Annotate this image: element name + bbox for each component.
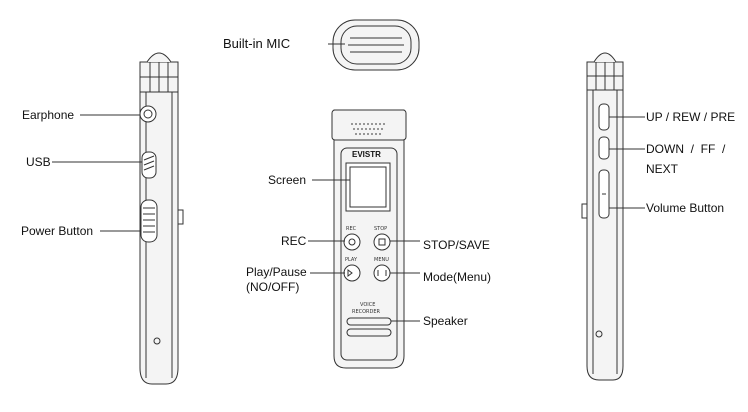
voice-recorder-text-1: VOICE <box>360 302 375 308</box>
speaker-label: Speaker <box>423 314 468 328</box>
left-side-view <box>139 52 184 385</box>
rec-label: REC <box>281 234 307 248</box>
voice-recorder-text-2: RECORDER <box>352 309 381 315</box>
rec-key-text: REC <box>346 226 357 232</box>
stop-save-label: STOP/SAVE <box>423 238 490 252</box>
play-pause-label: Play/Pause <box>246 265 307 279</box>
right-side-view <box>581 52 624 381</box>
earphone-label: Earphone <box>22 108 75 122</box>
up-rew-pre-label: UP / REW / PRE <box>646 110 736 124</box>
power-button-label: Power Button <box>21 224 94 238</box>
menu-key-text: MENU <box>374 257 389 263</box>
down-ff-label: DOWN / FF / <box>646 142 726 156</box>
usb-label: USB <box>26 155 51 169</box>
next-label: NEXT <box>646 162 679 176</box>
mode-menu-label: Mode(Menu) <box>423 270 492 284</box>
device-brand: EVISTR <box>352 150 381 159</box>
no-off-label: (NO/OFF) <box>246 280 300 294</box>
play-key-text: PLAY <box>345 257 358 263</box>
front-view <box>331 109 407 369</box>
volume-button-label: Volume Button <box>646 201 725 215</box>
screen-label: Screen <box>268 173 307 187</box>
builtin-mic-label: Built-in MIC <box>223 36 291 51</box>
mic-top-view <box>332 19 420 71</box>
stop-key-text: STOP <box>374 226 387 232</box>
